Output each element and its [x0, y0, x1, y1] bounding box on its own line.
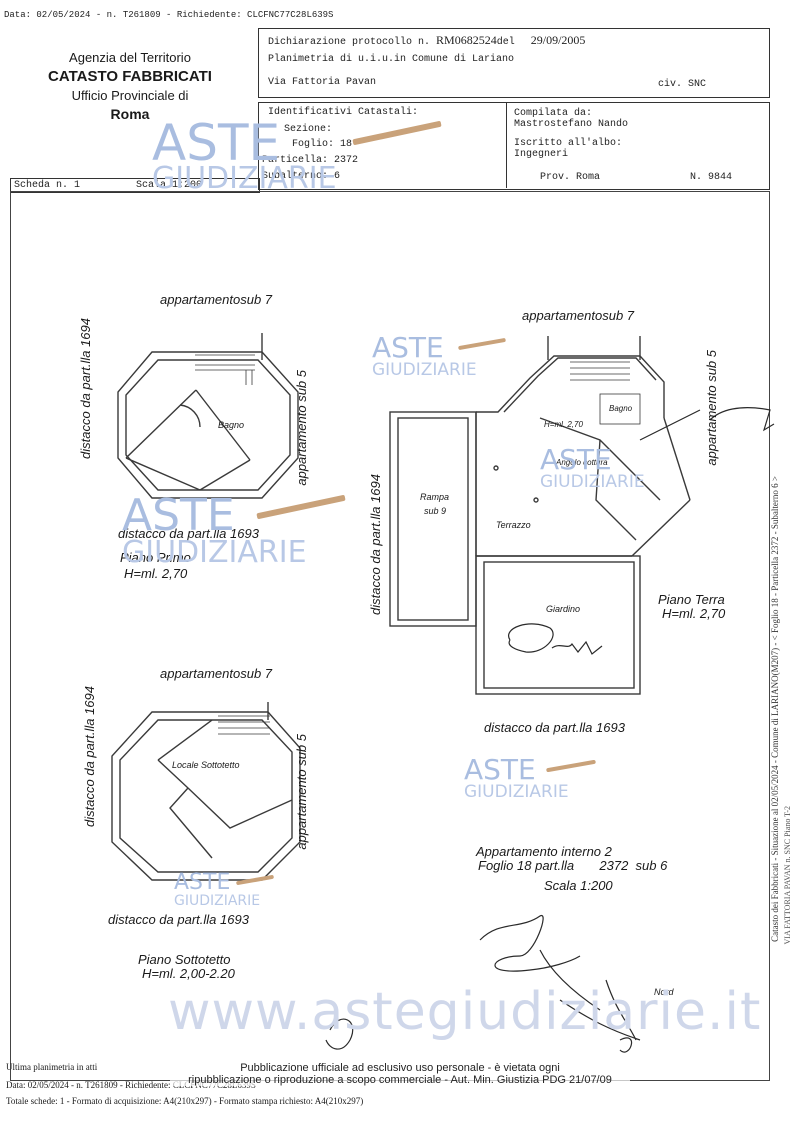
label-distacco-1693-primo: distacco da part.lla 1693	[118, 526, 259, 541]
handwritten-marks	[325, 407, 775, 1053]
watermark-aste-4: ASTE	[540, 443, 612, 476]
footer-notice-2: ripubblicazione o riproduzione a scopo c…	[188, 1074, 612, 1086]
plan-piano-primo	[117, 333, 299, 499]
footer-totale: Totale schede: 1 - Formato di acquisizio…	[6, 1096, 364, 1106]
footer-notice-1: Pubblicazione ufficiale ad esclusivo uso…	[240, 1062, 560, 1074]
label-rampa-sub: sub 9	[424, 506, 447, 516]
label-scala: Scala 1:200	[544, 878, 613, 893]
declaration-date: 29/09/2005	[530, 33, 586, 47]
identifiers-title: Identificativi Catastali:	[268, 107, 419, 118]
label-distacco-1693-terra: distacco da part.lla 1693	[484, 720, 625, 735]
identifiers-foglio: Foglio: 18	[292, 139, 353, 150]
agency-line3: Ufficio Provinciale di	[71, 88, 189, 103]
agency-line4: Roma	[110, 106, 150, 122]
label-distacco-1694-primo: distacco da part.lla 1694	[78, 318, 93, 459]
declaration-line1: Dichiarazione protocollo n. RM0682524del…	[268, 33, 585, 48]
label-piano-primo: Piano Primo	[120, 550, 191, 565]
plan-piano-sottotetto	[111, 702, 301, 881]
watermark-aste-3: ASTE	[122, 490, 235, 541]
label-piano-terra: Piano Terra	[658, 592, 725, 607]
agency-header: Agenzia del Territorio CATASTO FABBRICAT…	[20, 50, 240, 122]
identifiers-box	[258, 102, 770, 190]
label-angolo-cottura: Angolo cottura	[556, 458, 608, 467]
label-app-sub5-sottotetto: appartamento sub 5	[294, 734, 309, 850]
label-giardino: Giardino	[546, 604, 581, 614]
compiled-prov: Prov. Roma	[540, 172, 601, 183]
watermark-giud-3: GIUDIZIARIE	[122, 535, 307, 570]
label-appartamento-interno: Appartamento interno 2	[476, 844, 612, 859]
identifiers-sezione: Sezione:	[284, 124, 333, 135]
watermark-aste-5: ASTE	[464, 753, 536, 786]
label-terrazzo: Terrazzo	[496, 520, 531, 530]
watermark-logo-4: ASTE GIUDIZIARIE	[540, 446, 645, 491]
compiled-number: N. 9844	[690, 172, 733, 183]
albo-label: Iscritto all'albo:	[514, 138, 623, 149]
label-nord: Nord	[654, 987, 674, 997]
label-height-terra-small: H=ml. 2,70	[544, 420, 583, 429]
declaration-address: Via Fattoria Pavan	[268, 77, 377, 88]
del-label: del	[496, 37, 515, 48]
label-height-primo: H=ml. 2,70	[124, 566, 188, 581]
label-bagno-terra: Bagno	[609, 404, 633, 413]
label-app-sub5-primo: appartamento sub 5	[294, 370, 309, 486]
identifiers-divider	[506, 102, 507, 188]
label-distacco-1694-terra: distacco da part.lla 1694	[368, 474, 383, 615]
label-app-sub7-sottotetto: appartamentosub 7	[160, 666, 273, 681]
declaration-prefix: Dichiarazione protocollo n.	[268, 37, 431, 48]
identifiers-particella: Particella: 2372	[262, 155, 359, 166]
agency-line2: CATASTO FABBRICATI	[48, 68, 212, 85]
watermark-logo-5: ASTE GIUDIZIARIE	[464, 753, 596, 802]
label-app-sub5-terra: appartamento sub 5	[704, 350, 719, 466]
albo-value: Ingegneri	[514, 149, 569, 160]
footer-data-line: Data: 02/05/2024 - n. T261809 - Richiede…	[6, 1080, 256, 1090]
watermark-logo-1: ASTE GIUDIZIARIE	[152, 114, 442, 196]
side-caption: Catasto dei Fabbricati - Situazione al 0…	[770, 476, 780, 942]
label-app-sub7-terra: appartamentosub 7	[522, 308, 635, 323]
watermark-giud-4: GIUDIZIARIE	[540, 472, 645, 492]
footer-notice: Pubblicazione ufficiale ad esclusivo uso…	[170, 1062, 630, 1086]
watermark-giud-2: GIUDIZIARIE	[372, 360, 477, 380]
declaration-box	[258, 28, 770, 98]
label-foglio-line: Foglio 18 part.lla 2372 sub 6	[478, 858, 668, 873]
label-bagno-primo: Bagno	[218, 420, 245, 430]
label-height-terra: H=ml. 2,70	[662, 606, 726, 621]
label-app-sub7-primo: appartamentosub 7	[160, 292, 273, 307]
watermark-logo-3: ASTE GIUDIZIARIE	[122, 490, 346, 570]
declaration-civ: civ. SNC	[658, 79, 707, 90]
watermark-aste-6: ASTE	[174, 870, 231, 895]
footer-ultima: Ultima planimetria in atti	[6, 1062, 98, 1072]
side-caption-2: VIA FATTORIA PAVAN n. SNC Piano T-2	[783, 806, 792, 945]
compiled-label: Compilata da:	[514, 108, 593, 119]
compiled-name: Mastrostefano Nando	[514, 119, 629, 130]
watermark-logo-2: ASTE GIUDIZIARIE	[372, 331, 506, 380]
label-rampa: Rampa	[420, 492, 450, 502]
watermark-giud-6: GIUDIZIARIE	[174, 893, 261, 909]
scheda-scale: Scala 1:200	[136, 180, 203, 191]
watermark-giud-1: GIUDIZIARIE	[152, 161, 337, 196]
plan-piano-terra	[389, 336, 691, 695]
label-height-sottotetto: H=ml. 2,00-2.20	[142, 966, 235, 981]
label-piano-sottotetto: Piano Sottotetto	[138, 952, 231, 967]
scheda-box	[10, 178, 260, 193]
watermark-site: www.astegiudiziarie.it	[168, 982, 762, 1042]
declaration-line2: Planimetria di u.i.u.in Comune di Larian…	[268, 54, 515, 65]
agency-line1: Agenzia del Territorio	[69, 50, 191, 65]
watermark-aste-1: ASTE	[152, 114, 281, 172]
label-distacco-1693-sottotetto: distacco da part.lla 1693	[108, 912, 249, 927]
label-distacco-1694-sottotetto: distacco da part.lla 1694	[82, 686, 97, 827]
label-locale-sottotetto: Locale Sottotetto	[172, 760, 240, 770]
watermark-logo-6: ASTE GIUDIZIARIE	[174, 870, 275, 909]
watermark-aste-2: ASTE	[372, 331, 444, 364]
identifiers-subalterno: Subalterno: 6	[262, 171, 341, 182]
watermark-giud-5: GIUDIZIARIE	[464, 782, 569, 802]
request-line: Data: 02/05/2024 - n. T261809 - Richiede…	[4, 10, 334, 20]
protocol-number: RM0682524	[436, 33, 497, 47]
scheda-number: Scheda n. 1	[14, 180, 81, 191]
